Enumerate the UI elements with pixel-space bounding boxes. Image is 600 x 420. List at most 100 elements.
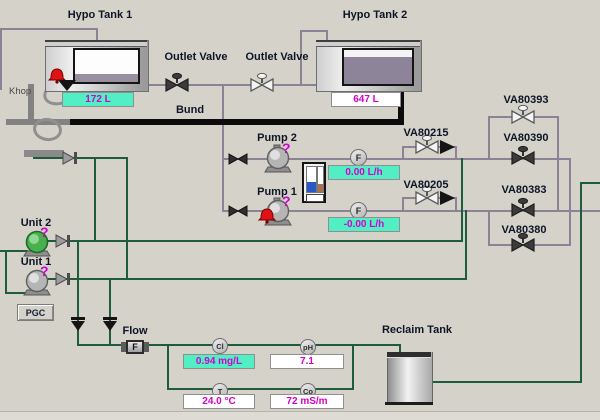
bund-wall-gray-vertical xyxy=(28,84,34,125)
pipe-drop-to-pumps xyxy=(222,84,224,212)
pump1-status-symbol: ? xyxy=(282,193,291,209)
unit2-pump[interactable] xyxy=(22,229,54,257)
outlet-valve2-label: Outlet Valve xyxy=(245,51,309,63)
va80390-label: VA80390 xyxy=(503,132,549,144)
flow-meter-flange-right xyxy=(144,342,149,352)
indicator-bar-right xyxy=(317,166,324,193)
hypo-tank1-top-rail xyxy=(45,40,147,47)
va80393-label: VA80393 xyxy=(503,94,549,106)
valve-va80380[interactable] xyxy=(510,231,536,253)
va80380-label: VA80380 xyxy=(501,224,547,236)
chlorine-sensor[interactable]: Cl xyxy=(212,338,228,354)
flow-meter-flange-left xyxy=(121,342,126,352)
pipe-feedwater-drop2 xyxy=(126,157,128,280)
pump1-check-valve-icon xyxy=(228,205,248,217)
pump1-flow-readout[interactable]: -0.00 L/h xyxy=(328,217,400,232)
pipe-right-return-stub xyxy=(580,182,600,184)
va80215-label: VA80215 xyxy=(403,127,449,139)
pump2-status-symbol: ? xyxy=(282,140,291,156)
bund-label: Bund xyxy=(175,104,205,116)
pump1-alarm-bell-icon[interactable] xyxy=(257,206,277,224)
pipe-feedwater-drop1 xyxy=(94,157,96,242)
pipe-bypass2-left xyxy=(488,210,490,246)
conductivity-readout[interactable]: 72 mS/m xyxy=(270,394,344,409)
pipe-bypass1-right xyxy=(557,117,559,211)
sample-check-valve1-icon xyxy=(71,317,85,332)
unit2-check-valve-icon xyxy=(55,234,70,248)
pipe-sample-drop1 xyxy=(77,240,79,346)
pump2-check-valve-icon xyxy=(228,153,248,165)
pipe-left-edge xyxy=(0,28,2,90)
reclaim-tank-top-cap xyxy=(387,352,431,358)
pipe-sample-loop-right xyxy=(352,344,354,390)
pipe-va80205-jog-left xyxy=(402,198,404,211)
pipe-dosing-line2 xyxy=(222,210,600,212)
pipe-unit1-discharge xyxy=(47,278,467,280)
pipe-right-return-riser xyxy=(580,182,582,383)
tank1-alarm-bell-icon[interactable] xyxy=(47,66,67,84)
unit1-pump[interactable] xyxy=(22,268,54,296)
bund-wall-vertical xyxy=(398,89,404,125)
ph-sensor[interactable]: pH xyxy=(300,339,316,355)
valve-va80383[interactable] xyxy=(510,196,536,218)
khop-label: Khop xyxy=(9,86,32,97)
va80383-label: VA80383 xyxy=(501,184,547,196)
drain-platform xyxy=(24,150,64,157)
temperature-readout[interactable]: 24.0 °C xyxy=(183,394,255,409)
hypo-tank1-level-glass xyxy=(73,48,140,84)
pipe-reclaim-inlet xyxy=(399,344,401,354)
outlet-valve-tank2[interactable] xyxy=(249,71,275,93)
pipe-unit1-riser xyxy=(465,210,467,280)
pipe-reclaim-outlet xyxy=(423,381,582,383)
valve-va80205[interactable] xyxy=(414,184,440,206)
outlet-valve1-label: Outlet Valve xyxy=(164,51,228,63)
pump2-flow-readout[interactable]: 0.00 L/h xyxy=(328,165,400,180)
hypo-tank2-level-glass xyxy=(342,48,414,86)
unit2-label: Unit 2 xyxy=(20,217,52,229)
pipe-sample-loop-left xyxy=(167,344,169,390)
bund-wall-horizontal xyxy=(70,119,404,125)
pipe-sample-drop2 xyxy=(109,278,111,346)
pump1-label: Pump 1 xyxy=(257,186,297,198)
pipe-unit2-riser xyxy=(461,158,463,242)
pipe-bypass1-left xyxy=(488,117,490,159)
valve-va80393[interactable] xyxy=(510,103,536,125)
pipe-suction-drop xyxy=(5,250,7,294)
pipe-sample-line xyxy=(77,344,401,346)
pipe-tank1-fill-drop xyxy=(96,28,98,42)
indicator-bar-right-fill xyxy=(318,184,323,192)
sample-check-valve2-icon xyxy=(103,317,117,332)
reclaim-tank-label: Reclaim Tank xyxy=(381,324,453,336)
pipe-sample-loop-bottom xyxy=(167,388,354,390)
flow-label: Flow xyxy=(122,325,148,337)
ph-readout[interactable]: 7.1 xyxy=(270,354,344,369)
flow-meter-body[interactable]: F xyxy=(126,340,144,354)
tank2-level-readout[interactable]: 647 L xyxy=(331,92,401,107)
indicator-bar-left-fill xyxy=(307,182,316,192)
tank1-level-readout[interactable]: 172 L xyxy=(62,92,134,107)
pump2-dosing-pump[interactable] xyxy=(263,144,295,173)
pipe-tank2-fill-riser xyxy=(300,30,302,86)
unit1-status-symbol: ? xyxy=(40,263,49,279)
pgc-button[interactable]: PGC xyxy=(17,304,54,321)
pipe-dosing-line1 xyxy=(222,158,570,160)
pipe-tank-transfer-line xyxy=(147,84,318,86)
pipe-unit2-discharge xyxy=(47,240,463,242)
pipe-va80215-jog-right xyxy=(455,147,457,159)
hypo-tank1-level-fill xyxy=(75,74,138,82)
pipe-feedwater xyxy=(33,157,128,159)
valve-va80390[interactable] xyxy=(510,144,536,166)
bund-wall-gray-horizontal xyxy=(6,119,70,125)
tank2-label: Hypo Tank 2 xyxy=(342,9,408,21)
pipe-tank2-fill-drop xyxy=(326,30,328,41)
pipe-right-riser xyxy=(569,158,571,246)
outlet-valve-tank1[interactable] xyxy=(164,71,190,93)
indicator-foot xyxy=(306,194,324,202)
pump2-flow-meter[interactable]: F xyxy=(350,149,367,166)
unit1-check-valve-icon xyxy=(55,272,70,286)
valve-va80215[interactable] xyxy=(414,133,440,155)
chlorine-readout[interactable]: 0.94 mg/L xyxy=(183,354,255,369)
hypo-tank2-headspace xyxy=(344,50,412,57)
pipe-unit2-suction xyxy=(0,250,28,252)
